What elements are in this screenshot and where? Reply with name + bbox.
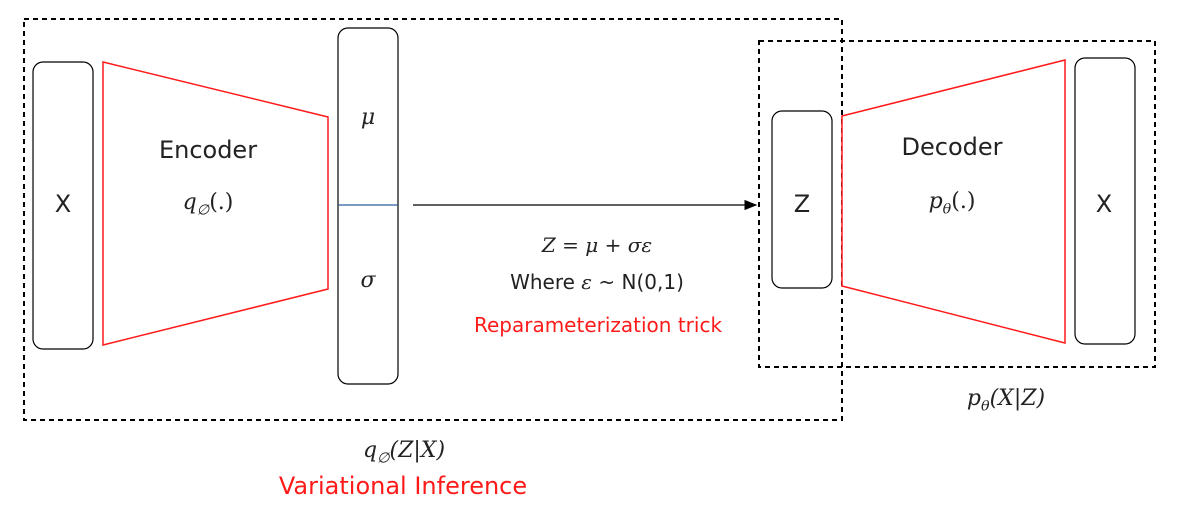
input-x-label: X (54, 190, 72, 218)
variational-inference-label: Variational Inference (278, 472, 528, 500)
z-box (771, 110, 833, 289)
input-x-box (32, 61, 94, 350)
likelihood-label: pθ(X|Z) (966, 386, 1046, 415)
encoder-function: q∅(.) (182, 190, 234, 219)
reparam-equation: Z = μ + σε (541, 233, 653, 257)
reparam-where: Where ε ~ N(0,1) (510, 270, 684, 294)
encoder-title: Encoder (158, 136, 258, 164)
decoder-function: pθ(.) (928, 189, 976, 218)
decoder-title: Decoder (901, 133, 1003, 161)
output-x-box (1074, 57, 1136, 345)
output-x-label: X (1095, 190, 1113, 218)
sigma-label: σ (360, 268, 376, 293)
decoder-group-box (758, 40, 1156, 368)
posterior-label: q∅(Z|X) (362, 438, 446, 467)
z-label: Z (793, 190, 811, 218)
mu-sigma-box (337, 27, 399, 385)
mu-label: μ (360, 105, 376, 130)
encoder-shape (102, 61, 329, 346)
decoder-shape (841, 59, 1066, 344)
reparam-caption: Reparameterization trick (473, 313, 723, 337)
